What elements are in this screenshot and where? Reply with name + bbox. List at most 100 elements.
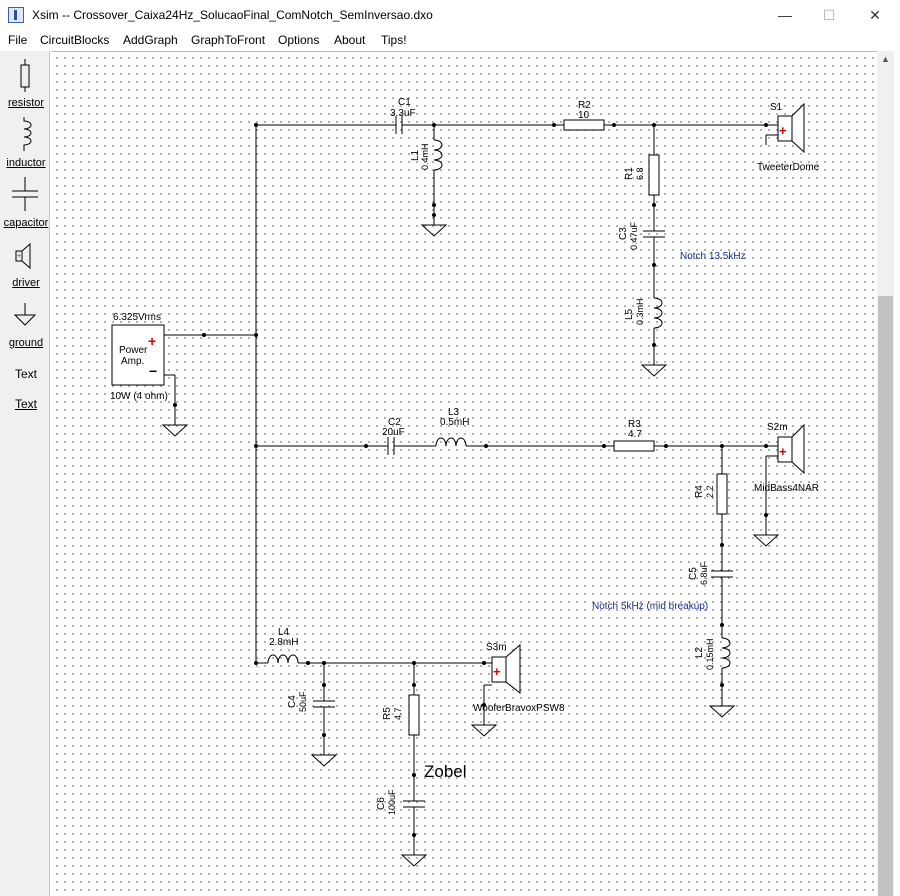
amp-power-label: 10W (4 ohm) [110,391,168,402]
C5-value: 6.8uF [699,561,709,585]
palette-text-link[interactable]: Text [14,397,37,411]
C6-name: C6 [376,797,387,810]
inductor-L4[interactable] [267,654,299,664]
L1-name: L1 [410,149,421,161]
menu-circuitblocks[interactable]: CircuitBlocks [40,33,110,47]
resistor-icon[interactable] [0,57,50,93]
ground-symbol[interactable] [708,705,736,718]
app-icon [8,7,24,23]
R3-value: 4.7 [628,429,642,440]
ground-icon[interactable] [0,301,50,331]
ground-symbol[interactable] [420,224,448,237]
notch-13k5-label: Notch 13.5kHz [680,251,746,262]
ground-symbol[interactable] [752,534,780,547]
C3-name: C3 [618,227,629,240]
capacitor-icon[interactable] [0,175,50,213]
C6-value: 100uF [387,789,397,815]
inductor-L1[interactable] [433,139,443,171]
C4-name: C4 [287,695,298,708]
resistor-R1[interactable] [648,154,660,196]
speaker-S2m-cone [791,423,805,475]
L1-value: 0.4mH [420,143,430,170]
menu-about[interactable]: About [334,33,366,47]
S3-model: WooferBravoxPSW8 [473,703,565,714]
scroll-up-icon[interactable]: ▲ [881,54,890,64]
C3-value: 0.47uF [629,221,639,250]
close-button[interactable]: ✕ [869,7,881,23]
C1-value: 3.3uF [390,108,416,119]
ground-symbol[interactable] [400,854,428,867]
scroll-thumb[interactable] [878,296,893,896]
inductor-L3[interactable] [435,437,467,447]
amp-plus-terminal: + [148,333,156,349]
resistor-R3[interactable] [613,440,655,452]
minimize-button[interactable]: — [778,7,792,23]
amp-minus-terminal: − [149,363,157,379]
window-title: Xsim -- Crossover_Caixa24Hz_SolucaoFinal… [32,8,433,22]
zobel-label: Zobel [424,762,467,781]
L5-name: L5 [624,308,635,320]
notch-5k-label: Notch 5kHz (mid breakup) [592,601,708,612]
L5-value: 0.3mH [635,298,645,325]
L3-value: 0.5mH [440,417,469,428]
R5-value: 4.7 [393,707,403,720]
C2-name: C2 [388,417,401,428]
maximize-button[interactable]: ☐ [822,7,836,23]
L3-name: L3 [448,407,460,418]
inductor-L5[interactable] [653,297,663,329]
S1-name: S1 [770,102,783,113]
driver-icon[interactable]: + [0,241,50,273]
resistor-R5[interactable] [408,694,420,736]
amp-name-line1: Power [119,345,148,356]
R1-name: R1 [624,167,635,180]
S3-plus-terminal: + [493,664,501,679]
svg-text:+: + [17,253,21,260]
ground-symbol[interactable] [470,724,498,737]
palette-resistor[interactable]: resistor [7,97,45,109]
menu-file[interactable]: File [8,33,28,47]
R4-value: 2.2 [705,485,715,498]
component-palette: resistor inductor capacitor + driver gro… [0,51,50,896]
power-amp-block[interactable] [111,324,165,386]
amp-voltage-label: 6.325Vrms [113,312,161,323]
inductor-icon[interactable] [0,115,50,153]
S1-model: TweeterDome [757,162,820,173]
menu-tips[interactable]: Tips! [381,33,407,47]
schematic-canvas[interactable] [51,51,877,896]
R2-value: 10 [578,110,590,121]
amp-name-line2: Amp. [121,356,144,367]
ground-symbol[interactable] [310,754,338,767]
ground-symbol[interactable] [640,364,668,377]
menu-bar: File CircuitBlocks AddGraph GraphToFront… [0,31,900,51]
S1-plus-terminal: + [779,123,787,138]
S3-name: S3m [486,642,507,653]
inductor-L2[interactable] [721,637,731,669]
title-bar: Xsim -- Crossover_Caixa24Hz_SolucaoFinal… [0,0,900,31]
ground-symbol[interactable] [161,424,189,437]
S2-plus-terminal: + [779,444,787,459]
L4-value: 2.8mH [269,637,298,648]
S2-model: MidBass4NAR [754,483,819,494]
C5-name: C5 [688,567,699,580]
resistor-R2[interactable] [563,119,605,131]
R5-name: R5 [382,707,393,720]
R1-value: 6.8 [635,167,645,180]
vertical-scrollbar[interactable]: ▲ [877,51,894,896]
L2-name: L2 [694,646,705,658]
C2-value: 20uF [382,427,405,438]
palette-driver[interactable]: driver [12,277,40,289]
R4-name: R4 [694,485,705,498]
C1-name: C1 [398,97,411,108]
speaker-S3m-cone [505,643,521,695]
palette-capacitor[interactable]: capacitor [3,217,49,229]
menu-options[interactable]: Options [278,33,320,47]
palette-ground[interactable]: ground [8,337,44,349]
menu-graphtofront[interactable]: GraphToFront [191,33,266,47]
palette-inductor[interactable]: inductor [6,157,46,169]
speaker-S1-cone [791,102,805,154]
C4-value: 50uF [298,691,308,712]
menu-addgraph[interactable]: AddGraph [123,33,178,47]
palette-text[interactable]: Text [14,367,37,381]
resistor-R4[interactable] [716,473,728,515]
